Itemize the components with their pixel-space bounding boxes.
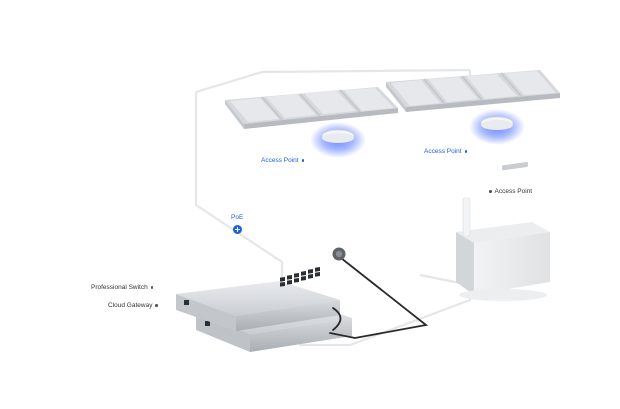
ceiling-tile-left (225, 87, 398, 129)
label-poe: PoE (231, 214, 244, 221)
access-point-outdoor (456, 161, 550, 301)
label-access-point-2: Access Point (424, 148, 470, 156)
ceiling-tile-right (386, 70, 560, 112)
access-point-ceiling-1 (310, 122, 366, 158)
label-dot (464, 150, 468, 153)
label-dot (155, 304, 158, 307)
plus-icon: + (233, 225, 242, 234)
label-dot (301, 159, 305, 162)
cable-run-top (195, 68, 471, 94)
label-professional-switch: Professional Switch (91, 284, 156, 292)
label-access-point-3: Access Point (486, 188, 532, 196)
dark-cable (329, 257, 429, 339)
switch-stack (176, 267, 352, 352)
cable-connector (332, 247, 346, 261)
label-dot (150, 286, 154, 289)
label-cloud-gateway: Cloud Gateway (108, 302, 161, 310)
label-dot (489, 190, 492, 193)
label-access-point-1: Access Point (261, 157, 307, 165)
access-point-ceiling-2 (469, 109, 525, 145)
